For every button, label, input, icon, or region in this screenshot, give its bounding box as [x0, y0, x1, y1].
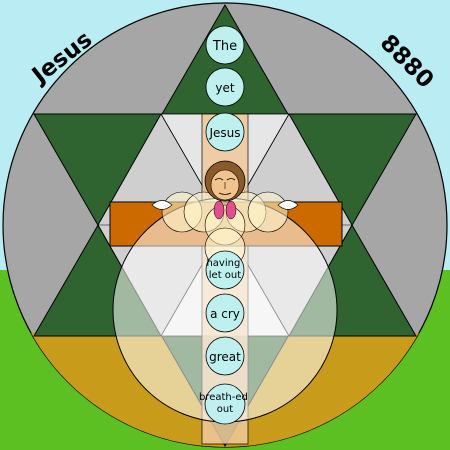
word-circle-2-text: yet	[215, 81, 234, 95]
leaf-right	[277, 200, 299, 210]
word-circle-7-line-2: out	[217, 404, 233, 415]
word-circle-1-text: The	[212, 39, 237, 54]
word-circle-5-text: a cry	[210, 307, 240, 321]
word-circle-5: a cry	[205, 293, 245, 333]
word-circle-6: great	[205, 336, 245, 376]
pink-petal-right	[225, 200, 237, 220]
face-icon	[204, 160, 246, 202]
leaf-left	[151, 200, 173, 210]
word-circle-4-line-1: having	[206, 258, 240, 269]
pink-petal-left	[213, 200, 225, 220]
word-circle-3-text: Jesus	[208, 126, 240, 140]
word-circle-7: breath-ed out	[199, 383, 251, 425]
word-circle-7-text: breath-ed out	[199, 392, 251, 415]
small-circle-4	[247, 191, 289, 233]
word-circle-4-text: having let out	[206, 258, 243, 281]
vesica-circles	[161, 191, 289, 269]
word-circle-7-line-1: breath-ed	[199, 392, 248, 403]
word-circle-3: Jesus	[205, 112, 245, 152]
word-circle-2: yet	[205, 67, 245, 107]
word-circle-1: The	[205, 25, 245, 65]
word-circles: The yet Jesus having let out a cry great	[199, 25, 251, 425]
word-circle-6-text: great	[209, 350, 241, 364]
word-circle-4: having let out	[205, 250, 245, 290]
word-circle-4-line-2: let out	[209, 270, 241, 281]
